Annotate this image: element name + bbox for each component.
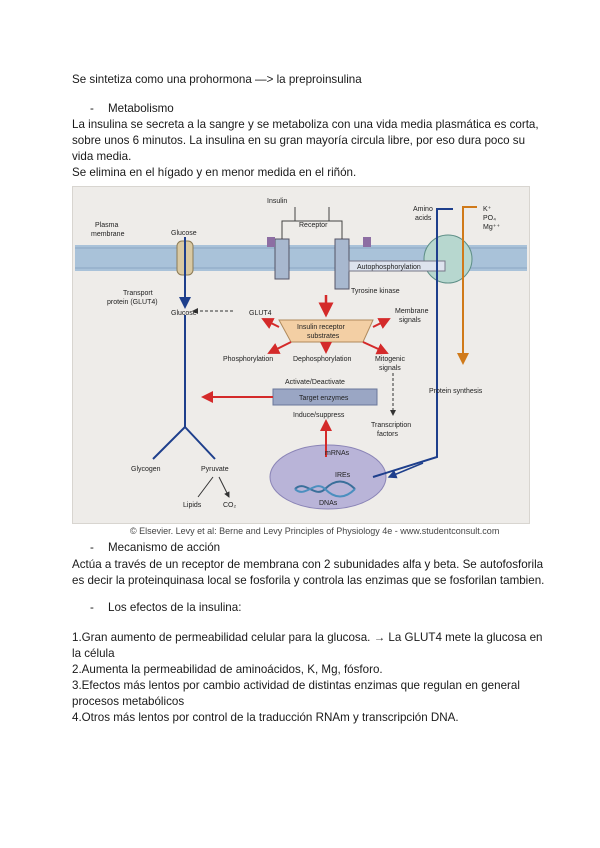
figure-diagram: Insulin Receptor Plasma membrane Glucose… — [75, 198, 527, 510]
bullet-dash: - — [90, 541, 94, 554]
label-lipids: Lipids — [183, 502, 202, 509]
label-po4: PO₄ — [483, 215, 496, 222]
effect-line: 2.Aumenta la permeabilidad de aminoácido… — [72, 663, 383, 676]
label-plasma: Plasma — [95, 222, 118, 229]
label-pyruvate: Pyruvate — [201, 466, 229, 473]
label-glut4: GLUT4 — [249, 310, 272, 317]
label-transport: Transport — [123, 290, 153, 297]
bullet-label: Los efectos de la insulina: — [108, 601, 242, 614]
label-mg: Mg⁺⁺ — [483, 224, 500, 231]
label-ires: IREs — [335, 472, 351, 479]
paragraph-line: Se elimina en el hígado y en menor medid… — [72, 166, 357, 179]
bullet-dash: - — [90, 601, 94, 614]
insulin-signaling-figure: Insulin Receptor Plasma membrane Glucose… — [72, 186, 530, 524]
paragraph-line: La insulina se secreta a la sangre y se … — [72, 118, 539, 131]
receptor-beta-right — [334, 238, 350, 290]
label-tyrosine: Tyrosine kinase — [351, 288, 400, 295]
bullet-mecanismo: - Mecanismo de acción — [90, 540, 220, 556]
paragraph-line: Actúa a través de un receptor de membran… — [72, 558, 544, 571]
label-mrnas: mRNAs — [325, 450, 350, 457]
effect-line: procesos metabólicos — [72, 695, 185, 708]
effect-line: 4.Otros más lentos por control de la tra… — [72, 711, 459, 724]
label-co2: CO₂ — [223, 502, 237, 509]
autophos-box — [348, 260, 446, 272]
label-mitogenic: Mitogenic — [375, 356, 405, 363]
label-amino: Amino — [413, 206, 433, 213]
label-irs: Insulin receptor — [297, 324, 346, 331]
label-receptor: Receptor — [299, 222, 328, 229]
effect-line: 1.Gran aumento de permeabilidad celular … — [72, 631, 543, 644]
bullet-dash: - — [90, 102, 94, 115]
paragraph-line: vida media. — [72, 150, 132, 163]
effect-line: 3.Efectos más lentos por cambio activida… — [72, 679, 520, 692]
label-insulin: Insulin — [267, 198, 287, 205]
label-membrane-signals: Membrane — [395, 308, 429, 315]
paragraph-line: sobre unos 6 minutos. La insulina en su … — [72, 134, 526, 147]
label-acids: acids — [415, 215, 432, 222]
label-activate: Activate/Deactivate — [285, 379, 345, 386]
label-signals: signals — [399, 317, 421, 324]
effect-line: la célula — [72, 647, 115, 660]
label-induce: Induce/suppress — [293, 412, 345, 419]
label-glucose-bottom: Glucose — [171, 310, 197, 317]
bullet-metabolismo: - Metabolismo — [90, 101, 174, 117]
bullet-efectos: - Los efectos de la insulina: — [90, 600, 241, 616]
label-mitogenic-signals: signals — [379, 365, 401, 372]
nucleus — [269, 444, 387, 510]
label-k: K⁺ — [483, 206, 492, 213]
receptor-alpha — [281, 220, 343, 239]
label-irs-substrates: substrates — [307, 333, 340, 340]
paragraph-line: es decir la proteinquinasa local se fosf… — [72, 574, 545, 587]
label-dnas: DNAs — [319, 500, 338, 507]
glucose-fork — [152, 315, 216, 460]
bullet-label: Mecanismo de acción — [108, 541, 221, 554]
label-autophos: Autophosphorylation — [357, 264, 421, 271]
figure-caption: © Elsevier. Levy et al: Berne and Levy P… — [130, 526, 500, 536]
receptor-anchor — [363, 237, 371, 247]
label-glycogen: Glycogen — [131, 466, 161, 473]
amino-acid-channel — [423, 234, 473, 284]
label-glucose-top: Glucose — [171, 230, 197, 237]
label-target-enzymes: Target enzymes — [299, 395, 349, 402]
label-protein-synthesis: Protein synthesis — [429, 388, 483, 395]
label-transport-protein: protein (GLUT4) — [107, 299, 158, 306]
label-membrane: membrane — [91, 231, 125, 238]
intro-line: Se sintetiza como una prohormona —> la p… — [72, 73, 362, 86]
label-phosphorylation: Phosphorylation — [223, 356, 273, 363]
ion-arrow — [457, 206, 477, 365]
label-dephosphorylation: Dephosphorylation — [293, 356, 351, 363]
label-transcription: Transcription — [371, 422, 411, 429]
receptor-beta-left — [274, 238, 290, 280]
label-factors: factors — [377, 431, 399, 438]
receptor-anchor — [267, 237, 275, 247]
bullet-label: Metabolismo — [108, 102, 174, 115]
